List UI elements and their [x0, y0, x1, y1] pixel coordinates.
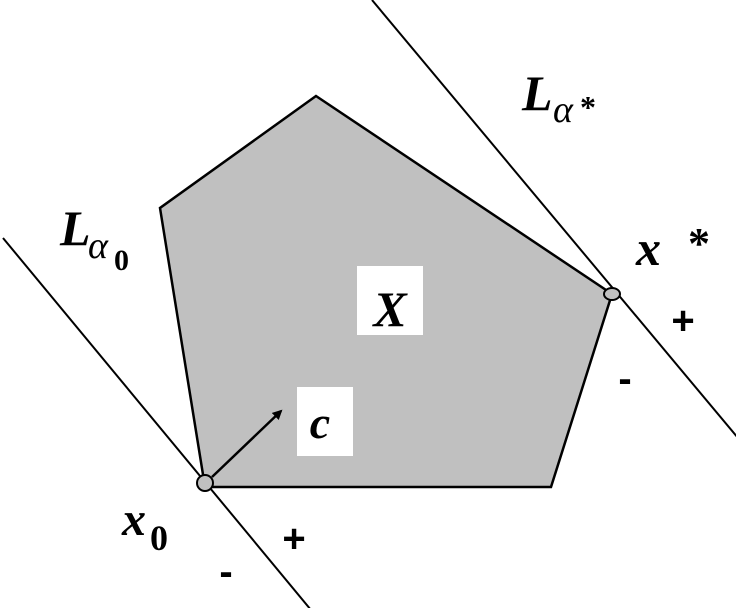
point-optimal-label: x * — [635, 219, 710, 276]
minus-sign-initial: - — [219, 550, 232, 594]
point-optimal-marker — [603, 287, 621, 301]
svg-text:*: * — [688, 219, 710, 268]
svg-text:x: x — [635, 220, 661, 276]
svg-text:x: x — [121, 493, 146, 546]
plus-sign-optimal: + — [671, 299, 694, 343]
point-initial-marker — [196, 474, 214, 492]
region-label-box — [357, 266, 423, 335]
line-initial-label: L α 0 — [59, 200, 129, 277]
point-initial-label: x 0 — [121, 493, 168, 558]
vector-label: c — [310, 397, 330, 448]
vector-label-box — [297, 387, 353, 456]
svg-text:*: * — [580, 89, 596, 125]
line-optimal-label: L α * — [521, 65, 596, 131]
svg-text:α: α — [553, 89, 574, 131]
level-line-optimal — [371, 0, 736, 438]
level-line-initial — [2, 237, 311, 608]
minus-sign-optimal: - — [618, 357, 631, 401]
svg-text:α: α — [88, 225, 109, 267]
objective-vector-arrow — [211, 409, 283, 478]
svg-text:L: L — [59, 200, 91, 256]
svg-text:0: 0 — [114, 244, 129, 277]
plus-sign-initial: + — [282, 517, 305, 561]
svg-text:L: L — [521, 65, 553, 121]
svg-text:0: 0 — [150, 518, 168, 558]
region-label: X — [371, 281, 408, 337]
